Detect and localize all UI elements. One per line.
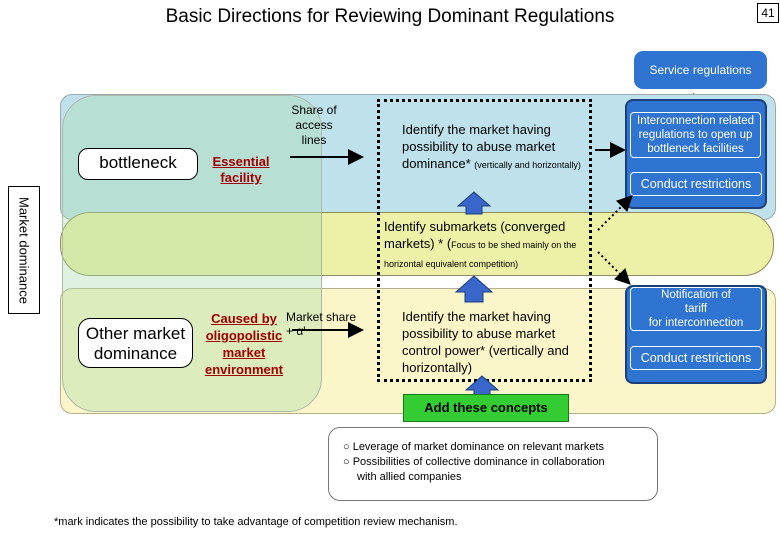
identify-bottleneck-text: Identify the market having possibility t… xyxy=(402,121,592,174)
identify-submarkets-text: Identify submarkets (converged markets) … xyxy=(384,218,594,273)
blue-arrow-up-2 xyxy=(454,275,494,303)
identify-bottleneck-small: (vertically and horizontally) xyxy=(474,160,581,170)
footnote: *mark indicates the possibility to take … xyxy=(54,516,458,528)
concepts-note-box: ○ Leverage of market dominance on releva… xyxy=(328,427,658,501)
market-dominance-label: Market dominance xyxy=(8,186,40,314)
other-line-1: Other market xyxy=(85,324,186,343)
identify-control-power-text: Identify the market having possibility t… xyxy=(402,309,569,375)
caused-line-4: environment xyxy=(204,362,283,377)
caused-line-1: Caused by xyxy=(211,311,277,326)
market-share-label: Market share + α' xyxy=(286,310,356,338)
concept-item-2-cont: with allied companies xyxy=(357,471,462,483)
identify-bottleneck-main: Identify the market having possibility t… xyxy=(402,122,556,171)
other-market-regulations-panel xyxy=(625,285,767,384)
identify-submarkets-main: Identify submarkets (converged markets) … xyxy=(384,219,566,251)
interconnection-related-box: Interconnection related regulations to o… xyxy=(630,112,761,158)
share-line-3: lines xyxy=(301,133,327,147)
share-line-2: access xyxy=(295,118,333,132)
blue-arrow-up-1 xyxy=(456,191,492,215)
conduct-restrictions-box-2: Conduct restrictions xyxy=(630,346,762,370)
identify-submarkets-small: Focus to be shed mainly on the horizonta… xyxy=(384,240,577,269)
essential-facility-label: Essential facility xyxy=(206,154,276,186)
share-line-1: Share of xyxy=(291,103,337,117)
market-share-text: Market share xyxy=(286,310,357,324)
share-of-access-lines: Share of access lines xyxy=(284,103,344,148)
arrow-band-bottom-panel xyxy=(597,251,631,285)
concept-item-2: ○ Possibilities of collective dominance … xyxy=(343,456,605,468)
blue-arrow-up-3 xyxy=(464,375,500,397)
conduct-restrictions-box-1: Conduct restrictions xyxy=(630,172,762,196)
essential-line-1: Essential xyxy=(212,154,270,169)
arrow-band-top-panel xyxy=(597,195,633,231)
concept-item-1: ○ Leverage of market dominance on releva… xyxy=(343,441,604,453)
essential-line-2: facility xyxy=(220,170,262,185)
page-title: Basic Directions for Reviewing Dominant … xyxy=(165,6,615,27)
other-line-2: dominance xyxy=(93,344,178,363)
caused-line-2: oligopolistic xyxy=(205,328,283,343)
bottleneck-box: bottleneck xyxy=(78,148,198,180)
caused-by-label: Caused by oligopolistic market environme… xyxy=(198,310,290,378)
notif-line-3: for interconnection xyxy=(648,317,744,329)
notif-line-2: tariff xyxy=(684,303,708,315)
notification-of-tariff-box: Notification of tariff for interconnecti… xyxy=(630,287,762,331)
add-these-concepts-box: Add these concepts xyxy=(403,394,569,422)
submarket-band xyxy=(60,212,774,276)
other-market-dominance-box: Other market dominance xyxy=(78,318,193,368)
page-number: 41 xyxy=(757,3,779,23)
market-dominance-text: Market dominance xyxy=(16,196,32,304)
caused-line-3: market xyxy=(222,345,266,360)
notif-line-1: Notification of xyxy=(661,289,731,301)
bottleneck-regulations-panel xyxy=(625,99,767,209)
service-regulations-box: Service regulations xyxy=(634,51,767,89)
